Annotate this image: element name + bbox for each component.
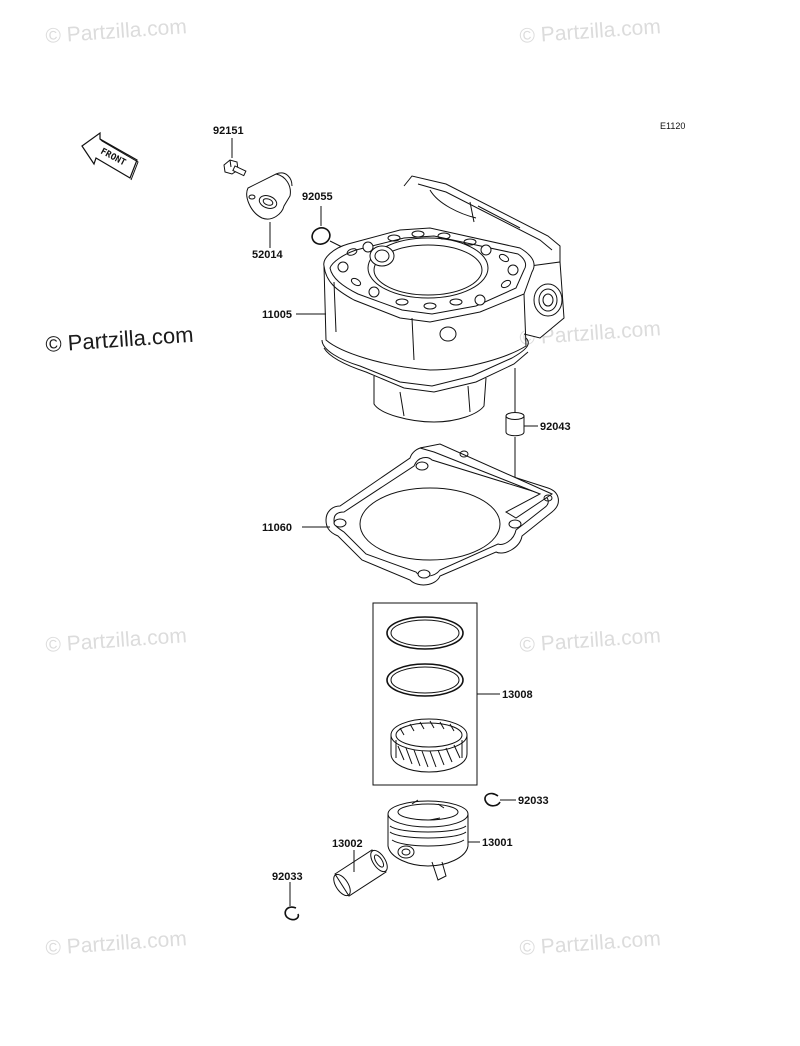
diagram-code: E1120 — [660, 121, 685, 131]
circlip-92033-left — [284, 906, 300, 921]
label-92033-left: 92033 — [272, 871, 303, 883]
label-11060: 11060 — [262, 522, 292, 534]
dowel-pin-92043 — [505, 412, 525, 437]
watermark-top-right: © Partzilla.com — [519, 15, 662, 48]
piston-ring-set-13008 — [372, 602, 478, 786]
label-92055: 92055 — [302, 191, 333, 203]
o-ring-92055 — [311, 227, 331, 245]
watermark-bottom-left: © Partzilla.com — [45, 927, 188, 960]
cylinder-11005 — [321, 175, 565, 423]
watermark-dark: © Partzilla.com — [45, 322, 195, 357]
piston-pin-13002 — [333, 849, 388, 897]
label-11005: 11005 — [262, 309, 292, 321]
front-arrow-icon: FRONT — [81, 131, 139, 181]
watermark-layer: © Partzilla.com © Partzilla.com © Partzi… — [45, 15, 662, 960]
watermark-lower-left: © Partzilla.com — [45, 624, 188, 657]
label-92033-right: 92033 — [518, 795, 549, 807]
gasket-11060 — [325, 443, 559, 586]
label-13008: 13008 — [502, 689, 533, 701]
piston-13001 — [387, 799, 469, 881]
fitting-52014 — [246, 172, 293, 220]
bolt-92151 — [223, 159, 247, 177]
label-13002: 13002 — [332, 838, 363, 850]
label-92151: 92151 — [213, 125, 244, 137]
label-52014: 52014 — [252, 249, 283, 261]
label-13001: 13001 — [482, 837, 513, 849]
label-92043: 92043 — [540, 421, 571, 433]
circlip-92033-right — [484, 792, 501, 807]
watermark-lower-right: © Partzilla.com — [519, 624, 662, 657]
watermark-top-left: © Partzilla.com — [45, 15, 188, 48]
watermark-bottom-right: © Partzilla.com — [519, 927, 662, 960]
